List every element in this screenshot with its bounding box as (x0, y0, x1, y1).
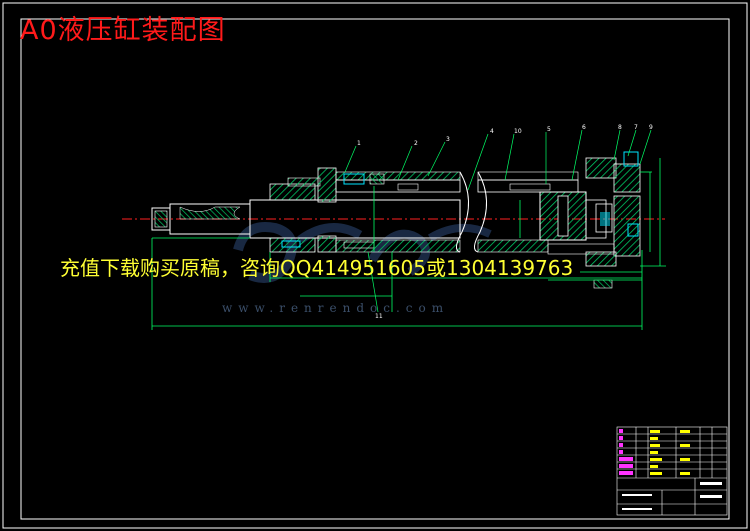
piston (539, 191, 613, 241)
callout-11: 11 (375, 313, 383, 320)
rear-end-cap (547, 151, 641, 289)
callout-2: 2 (414, 140, 418, 147)
break-line-left (456, 171, 470, 253)
callout-5: 5 (547, 126, 551, 133)
callout-6: 6 (582, 124, 586, 131)
callout-9: 9 (649, 124, 653, 131)
title-block-marks (619, 429, 722, 510)
cylinder-barrel-front (335, 171, 461, 253)
callout-labels: 1 2 3 4 10 5 6 8 7 9 11 (357, 124, 653, 320)
dimension-lines (151, 158, 666, 330)
callout-7: 7 (634, 124, 638, 131)
callout-1: 1 (357, 140, 361, 147)
callout-3: 3 (446, 136, 450, 143)
cylinder-assembly (122, 151, 665, 289)
inner-frame (20, 18, 730, 520)
ad-overlay-text: 充值下载购买原稿，咨询QQ414951605或1304139763 (60, 256, 574, 280)
front-end-cap (269, 167, 337, 253)
watermark-url: www.renrendoc.com (222, 301, 450, 315)
callout-10: 10 (514, 128, 522, 135)
cylinder-barrel-rear (477, 171, 579, 253)
drawing-title: A0液压缸装配图 (20, 15, 226, 46)
break-line-right (474, 171, 488, 253)
leader-lines (344, 129, 652, 313)
piston-rod (249, 199, 461, 239)
callout-8: 8 (618, 124, 622, 131)
title-block (616, 426, 728, 516)
callout-4: 4 (490, 128, 494, 135)
